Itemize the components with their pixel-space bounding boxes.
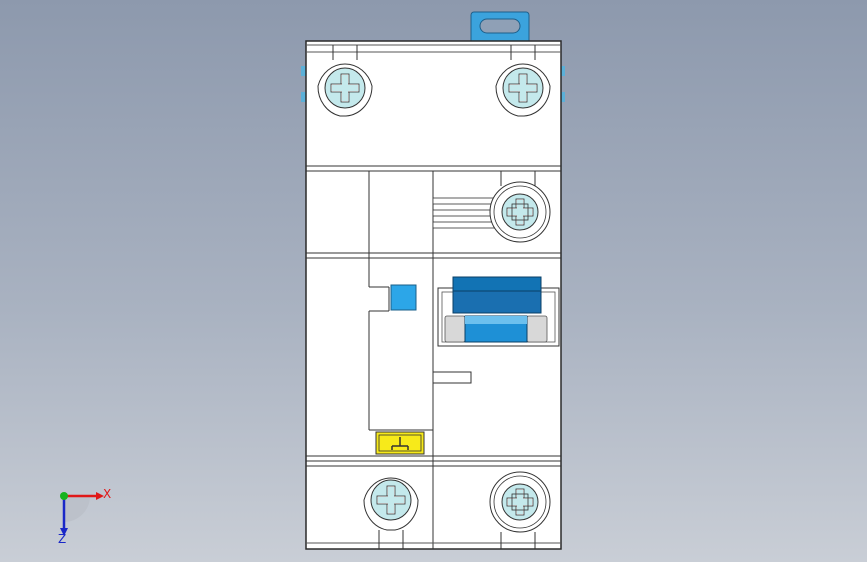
x-axis-label: X — [103, 487, 111, 501]
z-axis-label: Z — [58, 532, 66, 546]
top-right-screw — [495, 45, 551, 117]
test-button[interactable] — [390, 284, 417, 311]
top-left-screw — [317, 45, 373, 117]
bottom-left-screw — [363, 477, 419, 549]
bottom-right-screw — [489, 471, 551, 549]
earth-symbol-label — [375, 431, 425, 455]
y-axis-arrow — [60, 492, 68, 500]
toggle-lever[interactable] — [437, 276, 560, 347]
indicator-slot — [432, 371, 472, 384]
axis-triad: X Z — [58, 487, 111, 546]
din-rail-hanger — [470, 11, 530, 47]
side-clips — [301, 66, 565, 102]
upper-terminal-screw — [432, 171, 551, 243]
